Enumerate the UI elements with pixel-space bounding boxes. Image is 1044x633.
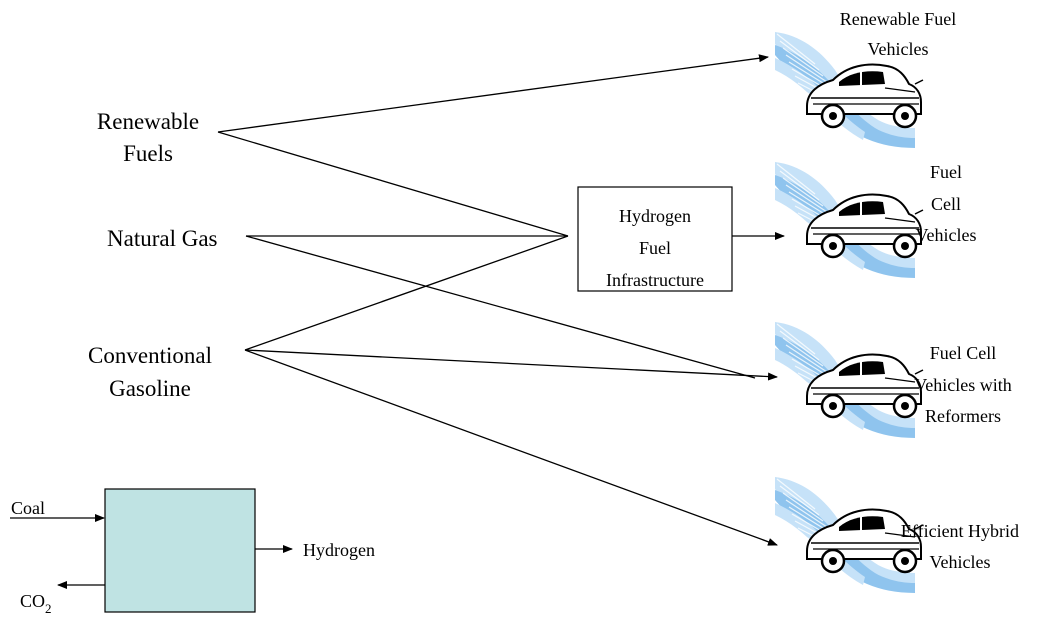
line-renewable-to-hydrogen <box>217 131 569 237</box>
hydrogen-infrastructure-label-1: Hydrogen <box>619 206 691 226</box>
line-natgas-to-reformers <box>245 235 756 379</box>
hydrogen-infrastructure-label-3: Infrastructure <box>606 270 704 290</box>
vehicle-fuelcell-label-3: Vehicles <box>916 225 977 245</box>
car-icon <box>775 162 924 278</box>
vehicle-fuelcell-label-2: Cell <box>931 194 961 214</box>
co2-label: CO2 <box>20 591 52 616</box>
car-icon <box>775 477 924 593</box>
source-gasoline-line-2: Gasoline <box>109 376 191 401</box>
coal-label: Coal <box>11 498 45 518</box>
hydrogen-infrastructure-box <box>577 186 733 292</box>
arrow-gasoline-to-reformers <box>244 349 778 381</box>
hydrogen-infrastructure-label-2: Fuel <box>639 238 671 258</box>
car-body <box>806 508 924 574</box>
source-renewable-line-1: Renewable <box>97 109 199 134</box>
line-gasoline-to-hydrogen <box>244 235 569 351</box>
connection-lines <box>217 54 785 546</box>
car-body <box>806 353 924 419</box>
vehicle-reformers-label-3: Reformers <box>925 406 1001 426</box>
source-gasoline-line-1: Conventional <box>88 343 212 368</box>
arrow-renewable-to-renewable-vehicles <box>217 54 769 133</box>
car-body <box>806 63 924 129</box>
car-icon <box>775 322 924 438</box>
vehicle-renewable-label-2: Vehicles <box>868 39 929 59</box>
vehicle-hybrid-label-1: Efficient Hybrid <box>901 521 1019 541</box>
arrow-gasoline-to-hybrid <box>244 349 778 546</box>
vehicle-reformers-label-2: Vehicles with <box>914 375 1011 395</box>
vehicle-hybrid-label-2: Vehicles <box>930 552 991 572</box>
car-icon <box>775 32 924 148</box>
car-body <box>806 193 924 259</box>
source-renewable-line-2: Fuels <box>123 141 173 166</box>
co2-main: CO <box>20 591 45 611</box>
co2-subscript: 2 <box>45 601 52 616</box>
coal-gasification-box <box>104 488 256 613</box>
vehicle-renewable-label-1: Renewable Fuel <box>840 9 956 29</box>
hydrogen-output-label: Hydrogen <box>303 540 375 560</box>
source-natural-gas: Natural Gas <box>107 226 218 251</box>
vehicle-fuelcell-label-1: Fuel <box>930 162 962 182</box>
vehicle-reformers-label-1: Fuel Cell <box>930 343 997 363</box>
